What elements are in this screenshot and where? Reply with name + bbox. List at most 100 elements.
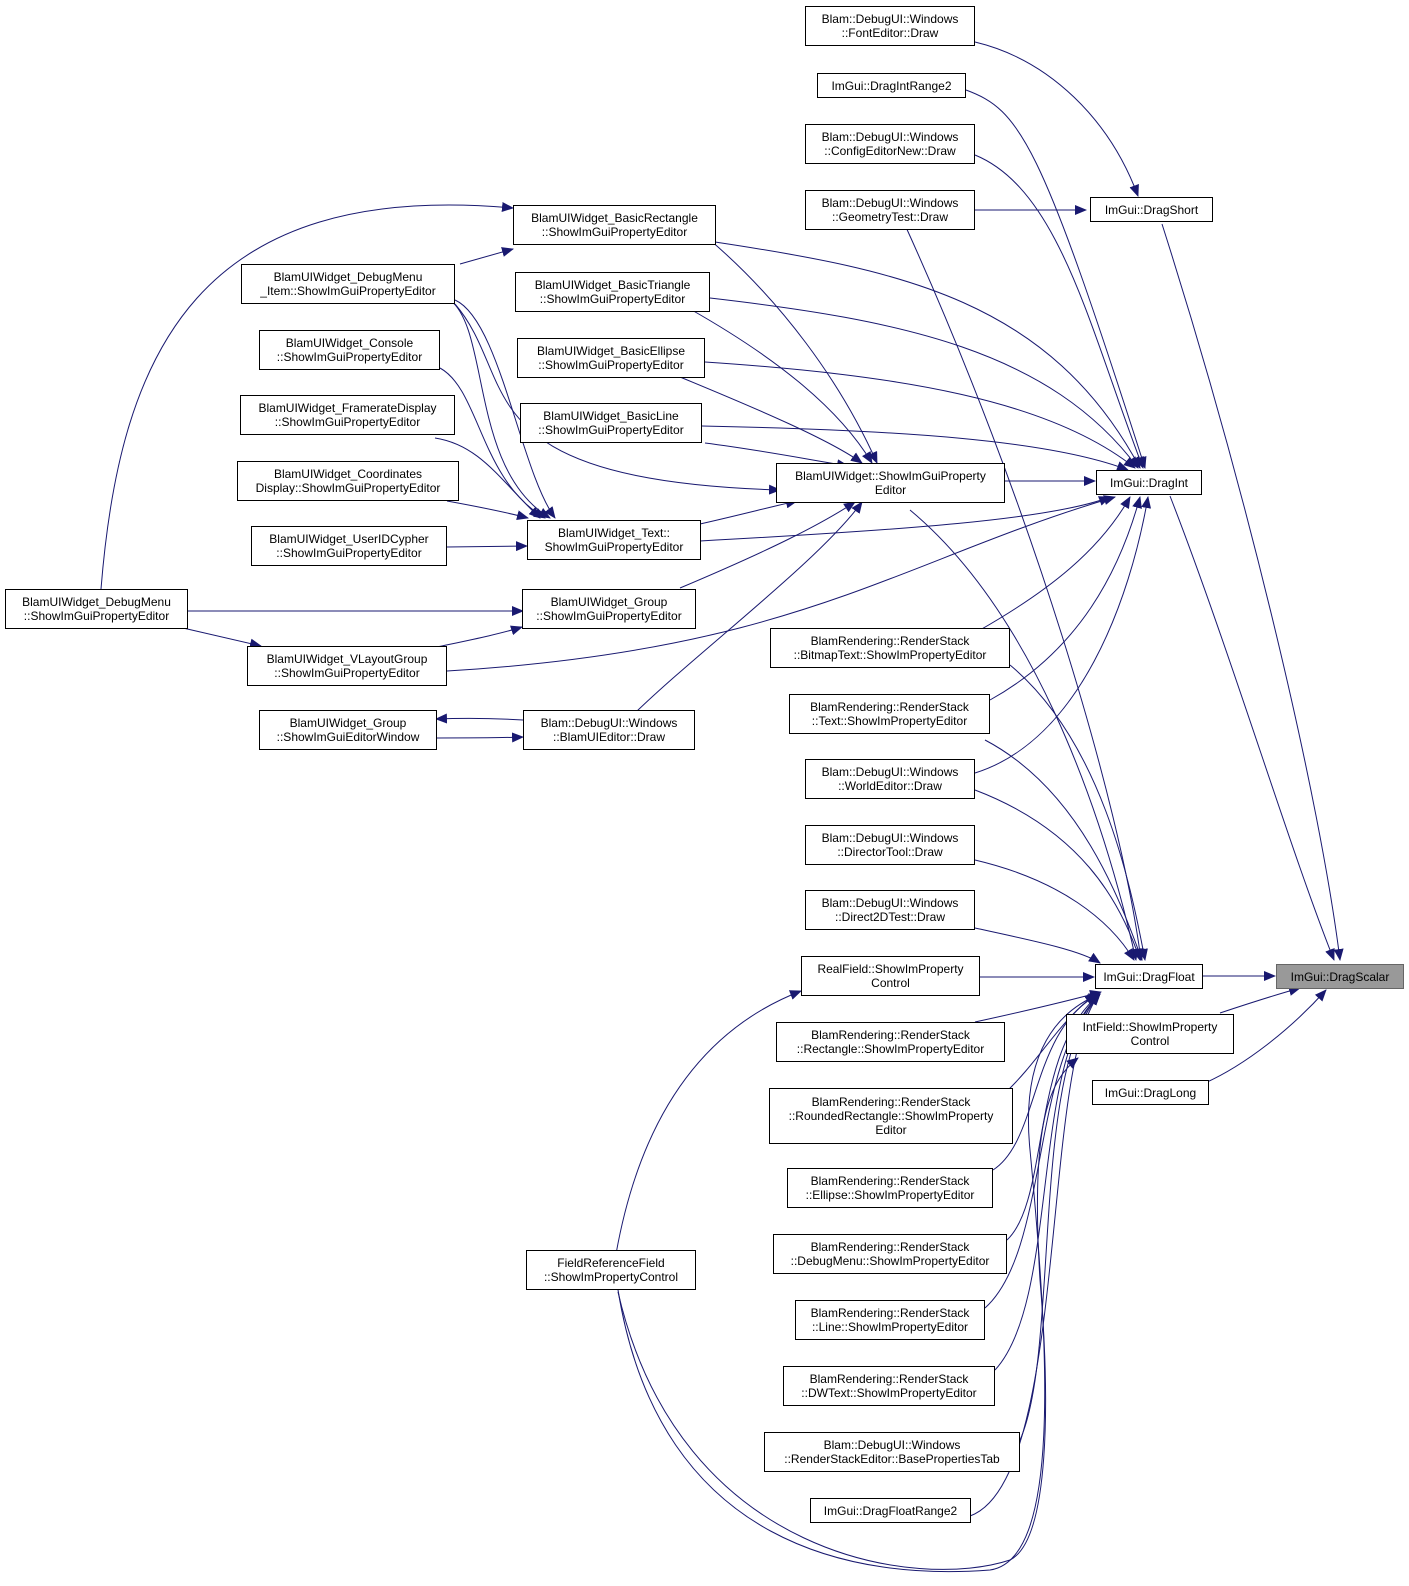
node-label: ::ShowImGuiPropertyEditor <box>23 609 170 623</box>
edge-ellipse-to-dragfloat <box>992 993 1100 1171</box>
node-label: ::RenderStackEditor::BasePropertiesTab <box>784 1452 1000 1466</box>
node-rs-bitmaptext[interactable]: BlamRendering::RenderStack::BitmapText::… <box>770 628 1010 668</box>
node-label: BlamUIWidget_DebugMenu <box>22 595 171 609</box>
node-label: BlamUIWidget_Coordinates <box>273 467 423 481</box>
node-rs-line[interactable]: BlamRendering::RenderStack::Line::ShowIm… <box>795 1300 985 1340</box>
node-rs-ellipse[interactable]: BlamRendering::RenderStack::Ellipse::Sho… <box>787 1168 993 1208</box>
node-label: ::FontEditor::Draw <box>841 26 939 40</box>
node-label: BlamRendering::RenderStack <box>810 634 970 648</box>
node-worldeditor-draw[interactable]: Blam::DebugUI::Windows::WorldEditor::Dra… <box>805 759 975 799</box>
node-blamuieditor-draw[interactable]: Blam::DebugUI::Windows::BlamUIEditor::Dr… <box>523 710 695 750</box>
node-label: ImGui::DragScalar <box>1290 969 1390 984</box>
edge-rstext-to-dragfloat <box>984 739 1143 961</box>
node-geometrytest-draw[interactable]: Blam::DebugUI::Windows::GeometryTest::Dr… <box>805 190 975 230</box>
node-label: BlamRendering::RenderStack <box>809 1372 969 1386</box>
node-label: ::ShowImPropertyControl <box>543 1270 679 1284</box>
node-basicline[interactable]: BlamUIWidget_BasicLine::ShowImGuiPropert… <box>520 403 702 443</box>
edge-blamuieditor-to-groupwindow <box>435 713 524 724</box>
node-label: ::ShowImGuiPropertyEditor <box>539 292 686 306</box>
node-label: Control <box>871 976 910 990</box>
node-label: ::ShowImGuiPropertyEditor <box>274 415 421 429</box>
node-rs-roundedrectangle[interactable]: BlamRendering::RenderStack::RoundedRecta… <box>769 1088 1013 1144</box>
edge-groupwindow-to-blamuieditor <box>435 732 524 743</box>
node-label: ::ShowImGuiPropertyEditor <box>538 423 684 437</box>
node-label: Blam::DebugUI::Windows <box>821 896 959 910</box>
node-label: Editor <box>875 1123 907 1137</box>
node-useridcypher[interactable]: BlamUIWidget_UserIDCypher::ShowImGuiProp… <box>251 526 447 566</box>
edge-basicrectangle-to-uiwidget <box>709 239 878 464</box>
node-rs-debugmenu[interactable]: BlamRendering::RenderStack::DebugMenu::S… <box>773 1234 1007 1274</box>
node-rs-dwtext[interactable]: BlamRendering::RenderStack::DWText::Show… <box>783 1366 995 1406</box>
node-console[interactable]: BlamUIWidget_Console::ShowImGuiPropertyE… <box>259 330 440 370</box>
node-label: Blam::DebugUI::Windows <box>821 12 959 26</box>
edge-basicellipse-to-uiwidget <box>679 376 863 464</box>
node-label: Blam::DebugUI::Windows <box>821 765 959 779</box>
node-label: BlamUIWidget_FramerateDisplay <box>258 401 437 415</box>
edge-text-to-uiwidget <box>699 498 798 525</box>
node-label: Blam::DebugUI::Windows <box>821 130 959 144</box>
node-basicrectangle[interactable]: BlamUIWidget_BasicRectangle::ShowImGuiPr… <box>513 205 716 245</box>
edge-fieldref-to-intfield <box>617 1057 1079 1570</box>
node-label: ShowImGuiPropertyEditor <box>544 540 684 554</box>
node-label: BlamUIWidget_BasicEllipse <box>536 344 686 358</box>
node-debugmenu-item[interactable]: BlamUIWidget_DebugMenu_Item::ShowImGuiPr… <box>241 264 455 304</box>
node-label: BlamRendering::RenderStack <box>811 1095 971 1109</box>
edge-baseprops-to-dragfloat <box>1019 993 1101 1441</box>
edge-configeditornew-to-dragint <box>974 154 1144 469</box>
node-label: ::ShowImGuiPropertyEditor <box>541 225 688 239</box>
node-label: BlamUIWidget_BasicRectangle <box>531 211 698 225</box>
edge-debugmenuitem-to-basicrectangle <box>459 247 514 265</box>
node-dragfloat[interactable]: ImGui::DragFloat <box>1095 964 1203 989</box>
node-label: Display::ShowImGuiPropertyEditor <box>255 481 441 495</box>
node-dragfloatrange2[interactable]: ImGui::DragFloatRange2 <box>810 1498 971 1523</box>
node-group[interactable]: BlamUIWidget_Group::ShowImGuiPropertyEdi… <box>522 589 696 629</box>
node-draglong[interactable]: ImGui::DragLong <box>1092 1080 1209 1105</box>
node-dragintrange2[interactable]: ImGui::DragIntRange2 <box>817 73 966 98</box>
node-label: ::ShowImGuiPropertyEditor <box>276 350 423 364</box>
node-frameratedisplay[interactable]: BlamUIWidget_FramerateDisplay::ShowImGui… <box>240 395 455 435</box>
edge-basicrectangle-to-debugmenuitem <box>454 299 556 519</box>
node-group-editorwindow[interactable]: BlamUIWidget_Group::ShowImGuiEditorWindo… <box>259 710 437 750</box>
node-directortool-draw[interactable]: Blam::DebugUI::Windows::DirectorTool::Dr… <box>805 825 975 865</box>
node-label: ::DWText::ShowImPropertyEditor <box>801 1386 977 1400</box>
node-dragshort[interactable]: ImGui::DragShort <box>1090 197 1213 222</box>
node-dragint[interactable]: ImGui::DragInt <box>1096 470 1202 495</box>
node-basictriangle[interactable]: BlamUIWidget_BasicTriangle::ShowImGuiPro… <box>515 272 710 312</box>
node-dragscalar[interactable]: ImGui::DragScalar <box>1276 964 1404 989</box>
node-label: BlamUIWidget_Group <box>289 716 407 730</box>
node-label: ::GeometryTest::Draw <box>831 210 949 224</box>
node-text[interactable]: BlamUIWidget_Text::ShowImGuiPropertyEdit… <box>527 520 701 560</box>
node-fieldreferencefield[interactable]: FieldReferenceField::ShowImPropertyContr… <box>526 1250 696 1290</box>
node-label: ::ShowImGuiEditorWindow <box>276 730 420 744</box>
edge-group-to-uiwidget <box>679 501 856 589</box>
edge-bitmaptext-to-dragint <box>979 496 1131 631</box>
node-configeditornew-draw[interactable]: Blam::DebugUI::Windows::ConfigEditorNew:… <box>805 124 975 164</box>
node-label: ImGui::DragFloatRange2 <box>823 1503 958 1518</box>
edge-basicrectangle-to-dragint <box>714 241 1141 469</box>
edge-intfield-to-dragscalar <box>1219 986 1301 1014</box>
node-direct2dtest-draw[interactable]: Blam::DebugUI::Windows::Direct2DTest::Dr… <box>805 890 975 930</box>
node-renderstackeditor-baseprops[interactable]: Blam::DebugUI::Windows::RenderStackEdito… <box>764 1432 1020 1472</box>
node-debugmenu[interactable]: BlamUIWidget_DebugMenu::ShowImGuiPropert… <box>5 589 188 629</box>
edge-dragint-to-dragscalar <box>1169 495 1335 961</box>
node-label: BlamUIWidget_DebugMenu <box>273 270 423 284</box>
node-label: BlamUIWidget::ShowImGuiProperty <box>795 469 986 483</box>
node-fonteditor-draw[interactable]: Blam::DebugUI::Windows::FontEditor::Draw <box>805 6 975 46</box>
node-rs-text[interactable]: BlamRendering::RenderStack::Text::ShowIm… <box>789 694 990 734</box>
node-label: BlamRendering::RenderStack <box>810 1174 970 1188</box>
node-label: ImGui::DragShort <box>1104 202 1199 217</box>
edge-directortool-to-dragfloat <box>974 859 1135 961</box>
node-label: BlamRendering::RenderStack <box>810 1240 970 1254</box>
edge-fieldref-to-realfield <box>615 990 802 1255</box>
edge-fonteditor-to-dragshort <box>974 41 1139 197</box>
edge-dragshort-to-dragscalar <box>1161 223 1344 961</box>
edge-vlayoutgroup-to-dragint <box>446 495 1116 672</box>
node-rs-rectangle[interactable]: BlamRendering::RenderStack::Rectangle::S… <box>776 1022 1005 1062</box>
node-basicellipse[interactable]: BlamUIWidget_BasicEllipse::ShowImGuiProp… <box>517 338 705 378</box>
node-vlayoutgroup[interactable]: BlamUIWidget_VLayoutGroup::ShowImGuiProp… <box>247 646 447 686</box>
